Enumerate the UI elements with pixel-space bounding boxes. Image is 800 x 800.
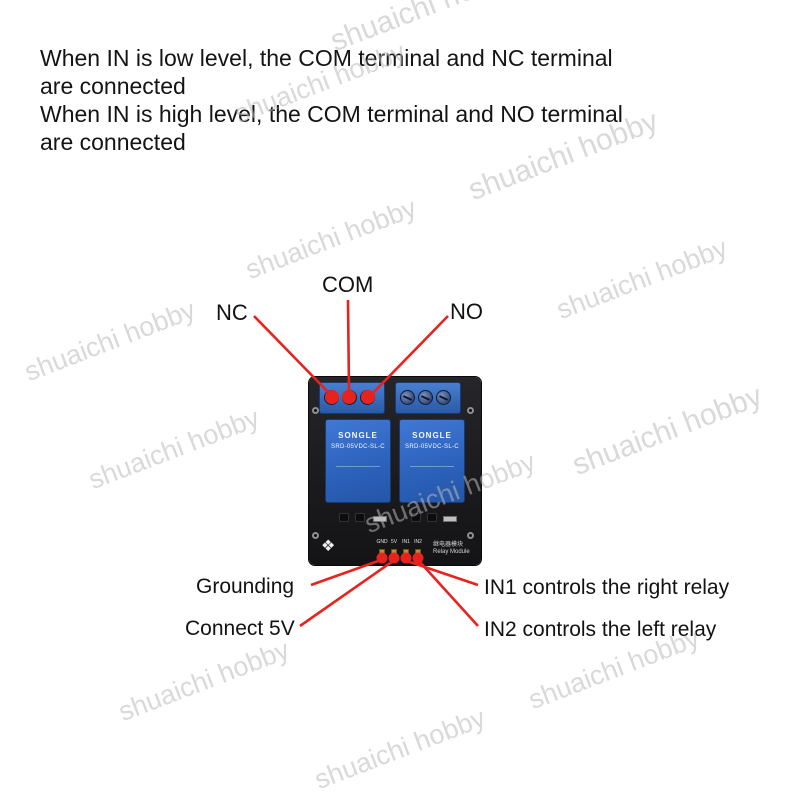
label-grounding: Grounding — [196, 575, 295, 598]
header-pin-in2 — [415, 549, 421, 561]
leader-line-connect-5v — [299, 559, 394, 628]
relay-brand-text: SONGLE — [338, 431, 378, 440]
pin-labels: GND 5V IN1 IN2 — [376, 539, 424, 545]
label-no: NO — [450, 299, 483, 324]
smd-component — [373, 516, 387, 522]
terminal-screw-nc — [324, 390, 339, 405]
header-pin-5v — [391, 549, 397, 561]
smd-component — [427, 513, 437, 522]
instruction-line: are connected — [40, 73, 186, 99]
smd-component — [443, 516, 457, 522]
instruction-line: When IN is low level, the COM terminal a… — [40, 45, 613, 71]
terminal-screw-no — [360, 390, 375, 405]
header-pin-in1 — [403, 549, 409, 561]
watermark-text: shuaichi hobby — [567, 379, 767, 482]
watermark-text: shuaichi hobby — [20, 294, 200, 388]
instruction-text: When IN is low level, the COM terminal a… — [40, 44, 623, 156]
terminal-screw — [418, 390, 433, 405]
terminal-screw-com — [342, 390, 357, 405]
terminal-block-right — [395, 382, 461, 414]
brand-logo-icon: ❖ — [321, 538, 336, 555]
relay-brand-text: SONGLE — [412, 431, 452, 440]
watermark-text: shuaichi hobby — [84, 402, 264, 496]
mounting-hole — [312, 532, 319, 539]
label-connect-5v: Connect 5V — [185, 617, 295, 640]
relay-left: SONGLE SRD-05VDC-SL-C — [325, 419, 391, 503]
pin-label-gnd: GND — [376, 539, 388, 545]
smd-component — [355, 513, 365, 522]
instruction-line: When IN is high level, the COM terminal … — [40, 101, 623, 127]
relay-model-text: SRD-05VDC-SL-C — [331, 444, 385, 450]
mounting-hole — [467, 532, 474, 539]
module-label-en: Relay Module — [433, 549, 470, 555]
relay-module-board: SONGLE SRD-05VDC-SL-C SONGLE SRD-05VDC-S… — [309, 377, 481, 565]
label-com: COM — [322, 272, 374, 297]
module-silkscreen-label: 继电器模块 Relay Module — [433, 542, 470, 556]
leader-line-in2 — [418, 560, 479, 627]
module-label-cn: 继电器模块 — [433, 542, 464, 548]
smd-component — [339, 513, 349, 522]
mounting-hole — [312, 407, 319, 414]
pin-label-5v: 5V — [390, 539, 398, 545]
terminal-block-left — [319, 382, 385, 414]
label-nc: NC — [216, 300, 248, 325]
relay-model-text: SRD-05VDC-SL-C — [405, 444, 459, 450]
pin-label-in2: IN2 — [414, 539, 422, 545]
terminal-screw — [436, 390, 451, 405]
relay-right: SONGLE SRD-05VDC-SL-C — [399, 419, 465, 503]
instruction-line: are connected — [40, 129, 186, 155]
watermark-text: shuaichi hobby — [552, 232, 732, 326]
relay-marking — [409, 466, 455, 467]
pin-label-in1: IN1 — [402, 539, 410, 545]
header-pin-gnd — [379, 549, 385, 561]
mounting-hole — [467, 407, 474, 414]
label-in2: IN2 controls the left relay — [484, 618, 717, 641]
relay-marking — [335, 466, 381, 467]
smd-component — [411, 513, 421, 522]
terminal-screw — [400, 390, 415, 405]
watermark-text: shuaichi hobby — [114, 634, 294, 728]
watermark-text: shuaichi hobby — [310, 702, 490, 796]
label-in1: IN1 controls the right relay — [484, 576, 730, 599]
